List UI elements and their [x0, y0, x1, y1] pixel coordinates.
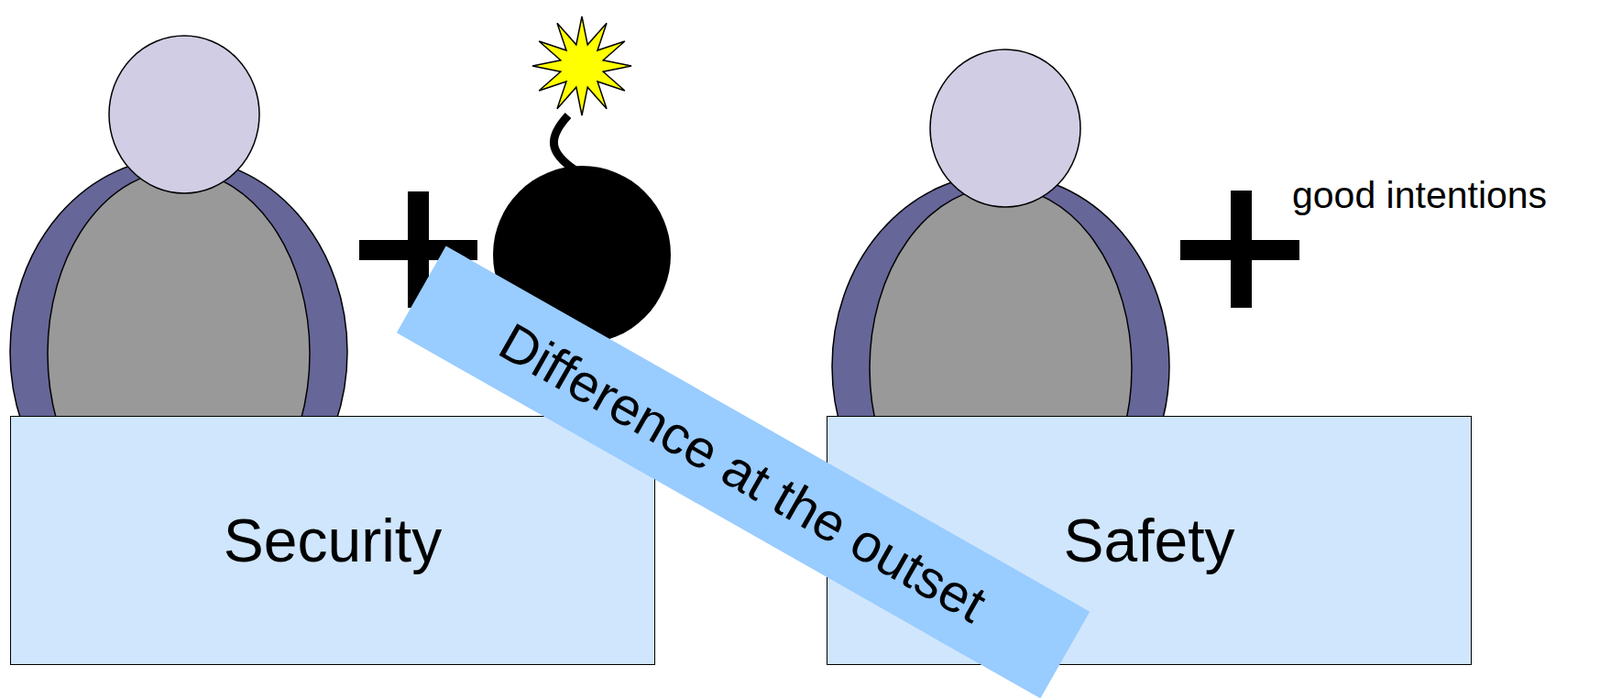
- plus-sign: [1180, 190, 1300, 308]
- note-label: good intentions: [1292, 174, 1547, 218]
- role-box: Security: [10, 416, 656, 666]
- box-text: Safety: [1063, 505, 1235, 576]
- spark-star: [532, 16, 632, 116]
- box-text: Security: [223, 505, 442, 576]
